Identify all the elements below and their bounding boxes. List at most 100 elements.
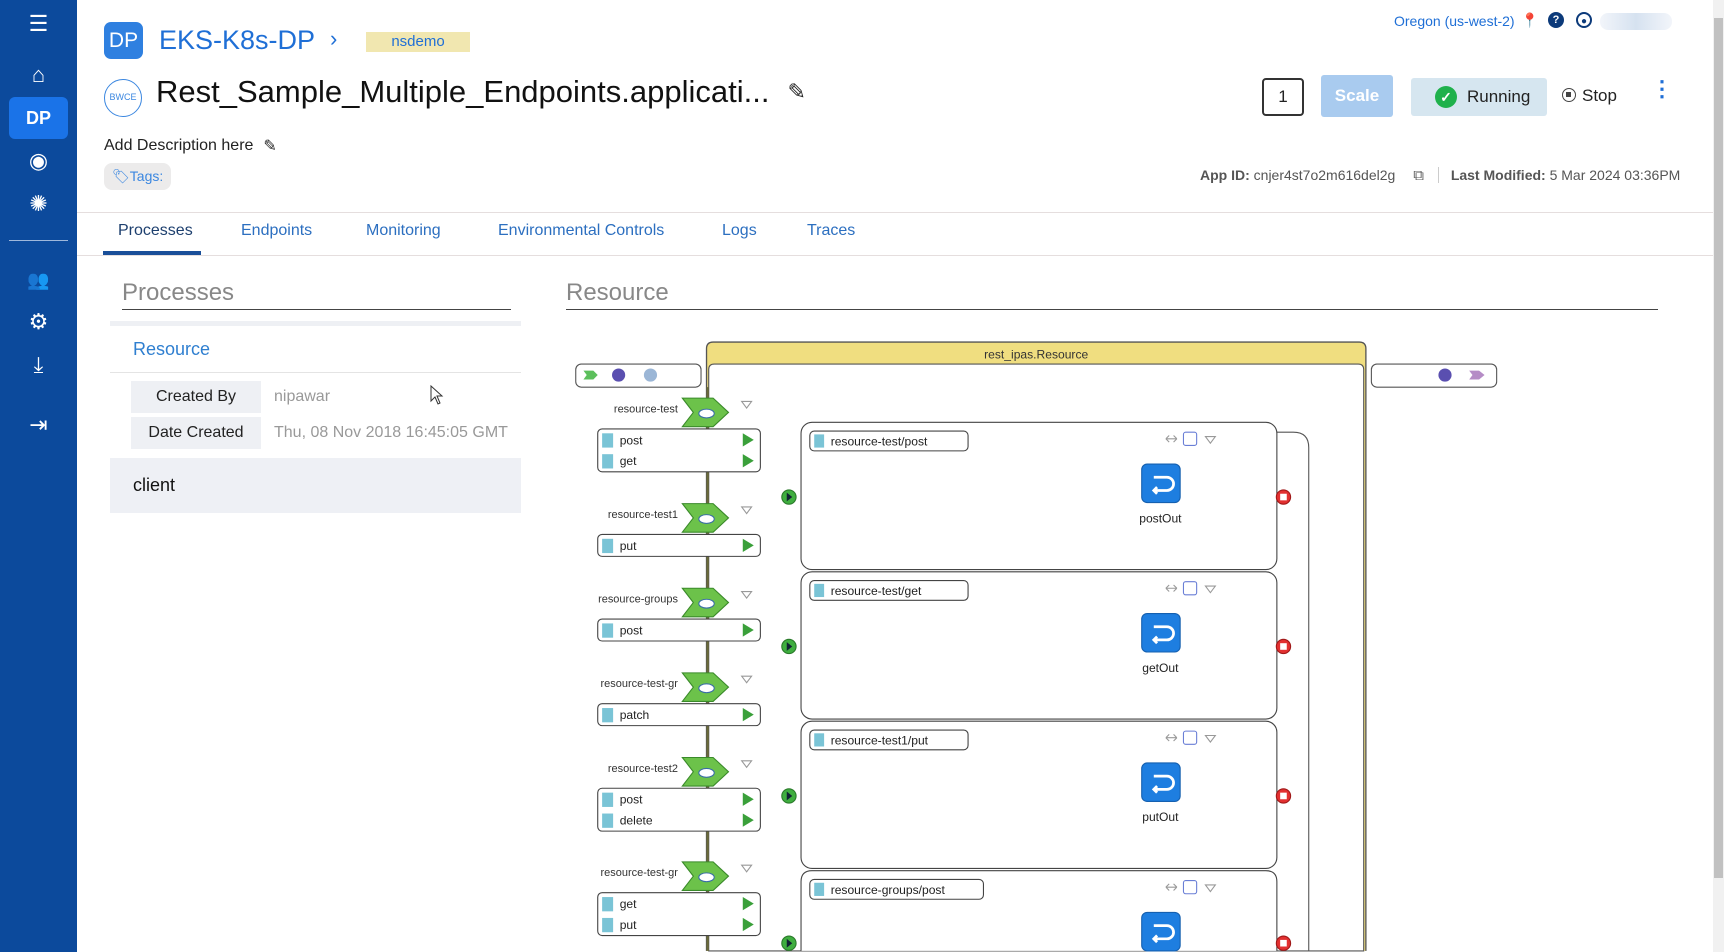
operation-icon bbox=[814, 882, 825, 896]
info-icon bbox=[1438, 368, 1452, 382]
stop-label: Stop bbox=[1582, 86, 1617, 105]
tabs-divider bbox=[77, 255, 1714, 256]
logout-icon[interactable]: ⇥ bbox=[29, 412, 48, 437]
dropdown-triangle-icon bbox=[1204, 436, 1217, 445]
method-label: post bbox=[620, 433, 643, 447]
reply-activity-icon bbox=[1141, 612, 1181, 653]
operation-icon bbox=[602, 433, 614, 448]
collapse-icon bbox=[1182, 880, 1198, 895]
help-icon[interactable]: ? bbox=[1548, 12, 1564, 28]
scale-button[interactable]: Scale bbox=[1321, 75, 1393, 117]
app-meta: App ID: cnjer4st7o2m616del2g ⧉ Last Modi… bbox=[1200, 167, 1680, 184]
download-icon[interactable]: ⤓ bbox=[33, 352, 44, 377]
support-icon[interactable]: ✺ bbox=[29, 191, 48, 216]
collapse-icon bbox=[1182, 581, 1198, 596]
methods-box bbox=[597, 892, 761, 937]
process-start-box bbox=[575, 363, 702, 388]
play-triangle-icon bbox=[742, 792, 754, 806]
tab-logs[interactable]: Logs bbox=[722, 222, 757, 239]
play-triangle-icon bbox=[742, 917, 754, 932]
scrollbar-thumb[interactable] bbox=[1714, 18, 1723, 878]
methods-box bbox=[597, 787, 761, 832]
tags-chip[interactable]: 🏷Tags: bbox=[104, 163, 172, 190]
copy-icon[interactable]: ⧉ bbox=[1413, 167, 1424, 184]
stop-icon bbox=[1562, 88, 1576, 102]
header-divider bbox=[77, 212, 1714, 213]
subprocess-label: resource-test1/put bbox=[831, 733, 929, 747]
home-icon[interactable]: ⌂ bbox=[31, 62, 46, 87]
tab-monitoring[interactable]: Monitoring bbox=[366, 222, 441, 239]
operation-icon bbox=[602, 538, 614, 554]
menu-icon[interactable]: ☰ bbox=[28, 11, 49, 36]
more-options-icon[interactable]: ⋮ bbox=[1651, 76, 1673, 101]
sidebar-item-dp[interactable]: DP bbox=[9, 97, 68, 139]
process-item-resource[interactable]: Resource bbox=[133, 339, 211, 359]
settings-icon[interactable]: ⚙ bbox=[28, 309, 49, 334]
tag-icon: 🏷 bbox=[112, 168, 130, 184]
operation-icon bbox=[814, 733, 825, 747]
start-play-icon bbox=[786, 791, 793, 801]
resource-heading: Resource bbox=[566, 279, 669, 306]
date-created-label: Date Created bbox=[131, 417, 261, 449]
status-running-badge: ✓Running bbox=[1411, 78, 1547, 116]
operation-icon bbox=[602, 792, 614, 807]
resource-label: resource-test2 bbox=[608, 763, 678, 775]
cloud-icon bbox=[698, 514, 715, 524]
edit-description-pencil-icon[interactable]: ✎ bbox=[263, 138, 277, 155]
end-stop-icon bbox=[1280, 643, 1287, 650]
operation-icon bbox=[602, 708, 614, 723]
play-triangle-icon bbox=[742, 897, 754, 911]
tab-endpoints[interactable]: Endpoints bbox=[241, 222, 313, 239]
username-redacted[interactable] bbox=[1600, 13, 1672, 30]
reply-activity-icon bbox=[1141, 762, 1181, 802]
methods-box bbox=[597, 618, 761, 642]
reply-activity-icon bbox=[1141, 463, 1181, 504]
description-row: Add Description here ✎ bbox=[104, 136, 277, 156]
stop-button[interactable]: Stop bbox=[1562, 86, 1617, 106]
operation-icon bbox=[814, 434, 825, 448]
start-arrow-icon bbox=[583, 370, 598, 380]
dropdown-triangle-icon bbox=[1204, 884, 1217, 893]
tab-environmental-controls[interactable]: Environmental Controls bbox=[498, 222, 665, 239]
process-item-client[interactable]: client bbox=[110, 458, 521, 513]
tags-label: Tags: bbox=[129, 168, 164, 184]
user-avatar-icon[interactable]: ● bbox=[1576, 12, 1592, 28]
return-arrow-icon bbox=[1151, 774, 1175, 794]
start-play-icon bbox=[786, 642, 793, 651]
region-link[interactable]: Oregon (us-west-2) bbox=[1394, 13, 1515, 29]
resource-label: resource-test-gr bbox=[601, 867, 679, 879]
container-title: rest_ipas.Resource bbox=[984, 348, 1088, 362]
location-pin-icon[interactable]: 📍 bbox=[1521, 12, 1539, 28]
created-by-label: Created By bbox=[131, 381, 261, 413]
resource-heading-underline bbox=[566, 309, 1658, 310]
scope-bracket bbox=[1276, 431, 1310, 951]
play-triangle-icon bbox=[742, 708, 754, 722]
dropdown-triangle-icon bbox=[740, 864, 753, 873]
description-text[interactable]: Add Description here bbox=[104, 137, 254, 154]
dataplane-name-link[interactable]: EKS-K8s-DP bbox=[159, 25, 316, 55]
edit-title-pencil-icon[interactable]: ✎ bbox=[787, 79, 806, 104]
operation-icon bbox=[602, 897, 614, 912]
operation-icon bbox=[602, 623, 614, 638]
processes-heading: Processes bbox=[122, 279, 235, 306]
app-title: Rest_Sample_Multiple_Endpoints.applicati… bbox=[156, 74, 770, 109]
play-triangle-icon bbox=[742, 623, 754, 637]
check-circle-icon: ✓ bbox=[1435, 86, 1457, 108]
subprocess-block: resource-groups/post bbox=[781, 870, 1292, 952]
dropdown-triangle-icon bbox=[740, 590, 753, 600]
replicas-input[interactable]: 1 bbox=[1262, 78, 1304, 116]
method-label: delete bbox=[620, 814, 653, 828]
observability-icon[interactable]: ◉ bbox=[28, 148, 49, 173]
app-id-label: App ID: bbox=[1200, 167, 1250, 183]
tab-processes[interactable]: Processes bbox=[118, 222, 193, 239]
meta-divider bbox=[1437, 167, 1439, 183]
tab-traces[interactable]: Traces bbox=[807, 222, 856, 239]
play-triangle-icon bbox=[742, 538, 754, 552]
dropdown-triangle-icon bbox=[1204, 734, 1217, 744]
users-icon[interactable]: 👥 bbox=[27, 270, 50, 290]
